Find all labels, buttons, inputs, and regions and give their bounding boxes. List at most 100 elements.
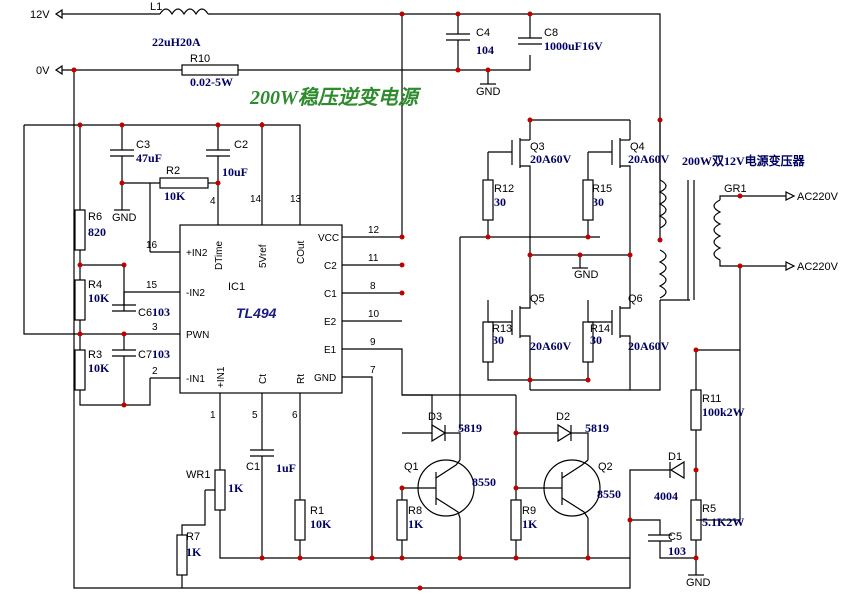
net-ac220v-2: AC220V — [797, 261, 839, 273]
transformer — [658, 120, 786, 301]
pin-label-e2: E2 — [324, 317, 337, 328]
ref-d1: D1 — [668, 451, 682, 463]
ref-r12: R12 — [494, 183, 514, 195]
ref-c6: C6 — [138, 307, 152, 319]
ref-r2: R2 — [166, 165, 180, 177]
pin-label-cout: COut — [296, 240, 307, 264]
pin-number-7: 7 — [370, 365, 376, 376]
val-q3: 20A60V — [530, 152, 572, 166]
ref-d3: D3 — [428, 411, 442, 423]
transformer-label: 200W双12V电源变压器 — [682, 153, 806, 168]
pin-number-13: 13 — [290, 194, 302, 205]
val-d1: 4004 — [654, 489, 678, 503]
val-c5: 103 — [668, 544, 686, 558]
pin-label-dtime: DTime — [214, 240, 225, 270]
val-q1: 8550 — [472, 475, 496, 489]
pin-number-8: 8 — [370, 281, 376, 292]
val-r13: 30 — [492, 333, 504, 347]
net-ac220v-1: AC220V — [797, 191, 839, 203]
val-c2: 10uF — [222, 165, 248, 179]
ref-r1: R1 — [310, 505, 324, 517]
ref-d2: D2 — [556, 411, 570, 423]
feedback-divider — [23, 125, 151, 406]
val-r14: 30 — [590, 333, 602, 347]
net-0v: 0V — [36, 65, 50, 77]
ref-r15: R15 — [592, 183, 612, 195]
pin-label-rt: Rt — [296, 374, 307, 384]
h-bridge — [459, 119, 661, 430]
pin-number-4: 4 — [210, 196, 216, 207]
driver-stage — [396, 394, 601, 558]
net-ports — [54, 8, 796, 271]
val-c6: 103 — [152, 305, 170, 319]
pin-label-minus-in2: -IN2 — [186, 288, 205, 299]
pin-label-ct: Ct — [258, 374, 269, 384]
tl494-chip — [150, 122, 433, 558]
ref-q1: Q1 — [404, 461, 419, 473]
ref-r10: R10 — [190, 53, 210, 65]
gnd-label-c3: GND — [112, 212, 137, 224]
ref-r13: R13 — [492, 323, 512, 335]
ref-r11: R11 — [702, 393, 721, 405]
ref-r8: R8 — [408, 505, 422, 517]
ref-r4: R4 — [88, 279, 102, 291]
pin-number-9: 9 — [370, 337, 376, 348]
val-r11: 100k2W — [702, 405, 745, 419]
pin-number-16: 16 — [146, 240, 158, 251]
val-r6: 820 — [88, 225, 106, 239]
ref-r3: R3 — [88, 349, 102, 361]
pin-label-plus-in1: +IN1 — [216, 366, 227, 388]
val-r12: 30 — [494, 195, 506, 209]
gnd-label-bridge: GND — [574, 269, 599, 281]
gnd-label-bottom: GND — [686, 577, 711, 589]
ref-wr1: WR1 — [186, 469, 210, 481]
val-c1: 1uF — [276, 461, 296, 475]
pin-label-gnd: GND — [314, 373, 336, 384]
val-r10: 0.02-5W — [190, 75, 233, 89]
val-wr1: 1K — [228, 481, 244, 495]
pin-number-6: 6 — [292, 410, 298, 421]
pin-label-pwn: PWN — [186, 330, 209, 341]
pin-number-11: 11 — [368, 253, 379, 264]
val-q2: 8550 — [597, 487, 621, 501]
val-c4: 104 — [476, 43, 494, 57]
pin-label-e1: E1 — [324, 345, 337, 356]
diagram-title: 200W稳压逆变电源 — [249, 86, 422, 109]
ref-gr1: GR1 — [724, 183, 747, 195]
val-q5: 20A60V — [530, 339, 572, 353]
val-d3: 5819 — [458, 421, 482, 435]
power-rails — [62, 8, 661, 589]
pin-label-minus-in1: -IN1 — [186, 374, 205, 385]
ref-r9: R9 — [522, 505, 536, 517]
pin-label-c2: C2 — [324, 261, 337, 272]
pin-number-3: 3 — [152, 322, 158, 333]
val-d2: 5819 — [585, 421, 609, 435]
chip-part: TL494 — [236, 305, 277, 321]
pin-label-5vref: 5Vref — [258, 244, 269, 268]
ref-q2: Q2 — [598, 461, 613, 473]
val-r7: 1K — [186, 545, 202, 559]
pin-label-plus-in2: +IN2 — [186, 248, 208, 259]
ref-c8: C8 — [544, 27, 558, 39]
val-r4: 10K — [88, 291, 110, 305]
pin-number-14: 14 — [250, 194, 262, 205]
ref-c3: C3 — [136, 139, 150, 151]
ref-l1: L1 — [150, 1, 162, 13]
val-r5: 5.1K2W — [702, 515, 744, 529]
ref-r14: R14 — [590, 323, 610, 335]
val-c8: 1000uF16V — [544, 39, 603, 53]
junctions — [71, 11, 743, 591]
val-r15: 30 — [592, 195, 604, 209]
ref-c2: C2 — [234, 139, 248, 151]
val-l1: 22uH20A — [152, 35, 201, 49]
ref-c1: C1 — [246, 461, 260, 473]
ref-q3: Q3 — [530, 141, 545, 153]
ref-q6: Q6 — [628, 293, 643, 305]
pin-label-c1: C1 — [324, 289, 337, 300]
pin-number-5: 5 — [252, 410, 258, 421]
ref-r7: R7 — [186, 531, 200, 543]
c3-c2-r2-network — [24, 124, 301, 252]
val-q4: 20A60V — [628, 152, 670, 166]
val-r1: 10K — [310, 517, 332, 531]
